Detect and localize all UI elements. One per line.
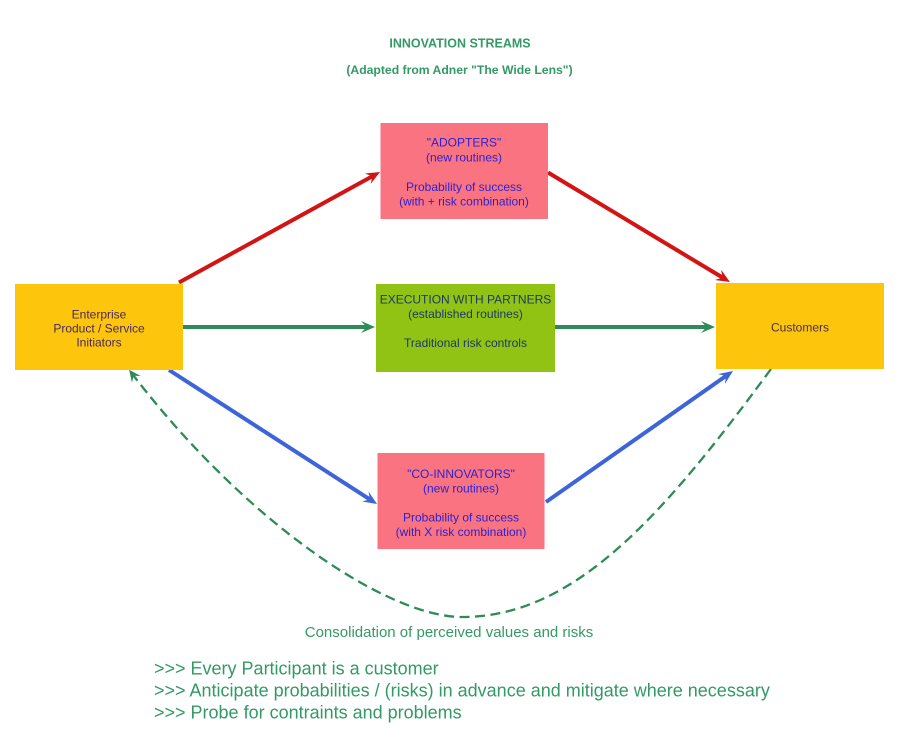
svg-text:Consolidation of perceived val: Consolidation of perceived values and ri… xyxy=(305,624,594,641)
svg-text:Customers: Customers xyxy=(771,321,829,335)
svg-text:EXECUTION WITH PARTNERS: EXECUTION WITH PARTNERS xyxy=(380,293,552,307)
svg-text:Product / Service: Product / Service xyxy=(53,322,145,336)
svg-text:"ADOPTERS": "ADOPTERS" xyxy=(427,136,502,150)
svg-text:(Adapted from Adner "The Wide: (Adapted from Adner "The Wide Lens") xyxy=(346,63,572,77)
svg-text:(established routines): (established routines) xyxy=(408,307,523,321)
svg-text:(with X risk combination): (with X risk combination) xyxy=(396,525,527,539)
svg-text:>>> Probe for contraints and p: >>> Probe for contraints and problems xyxy=(154,703,462,723)
svg-text:Probability of success: Probability of success xyxy=(406,180,522,194)
svg-text:(with + risk combination): (with + risk combination) xyxy=(399,195,529,209)
svg-text:(new routines): (new routines) xyxy=(426,151,502,165)
svg-text:>>> Anticipate probabilities /: >>> Anticipate probabilities / (risks) i… xyxy=(154,681,770,701)
svg-text:Enterprise: Enterprise xyxy=(72,308,127,322)
svg-text:INNOVATION STREAMS: INNOVATION STREAMS xyxy=(389,37,530,51)
svg-text:>>> Every Participant is a cus: >>> Every Participant is a customer xyxy=(154,659,439,679)
svg-text:"CO-INNOVATORS": "CO-INNOVATORS" xyxy=(407,467,515,481)
svg-text:Traditional risk controls: Traditional risk controls xyxy=(404,336,527,350)
svg-text:(new routines): (new routines) xyxy=(423,482,499,496)
svg-text:Initiators: Initiators xyxy=(76,336,121,350)
svg-text:Probability of success: Probability of success xyxy=(403,511,519,525)
